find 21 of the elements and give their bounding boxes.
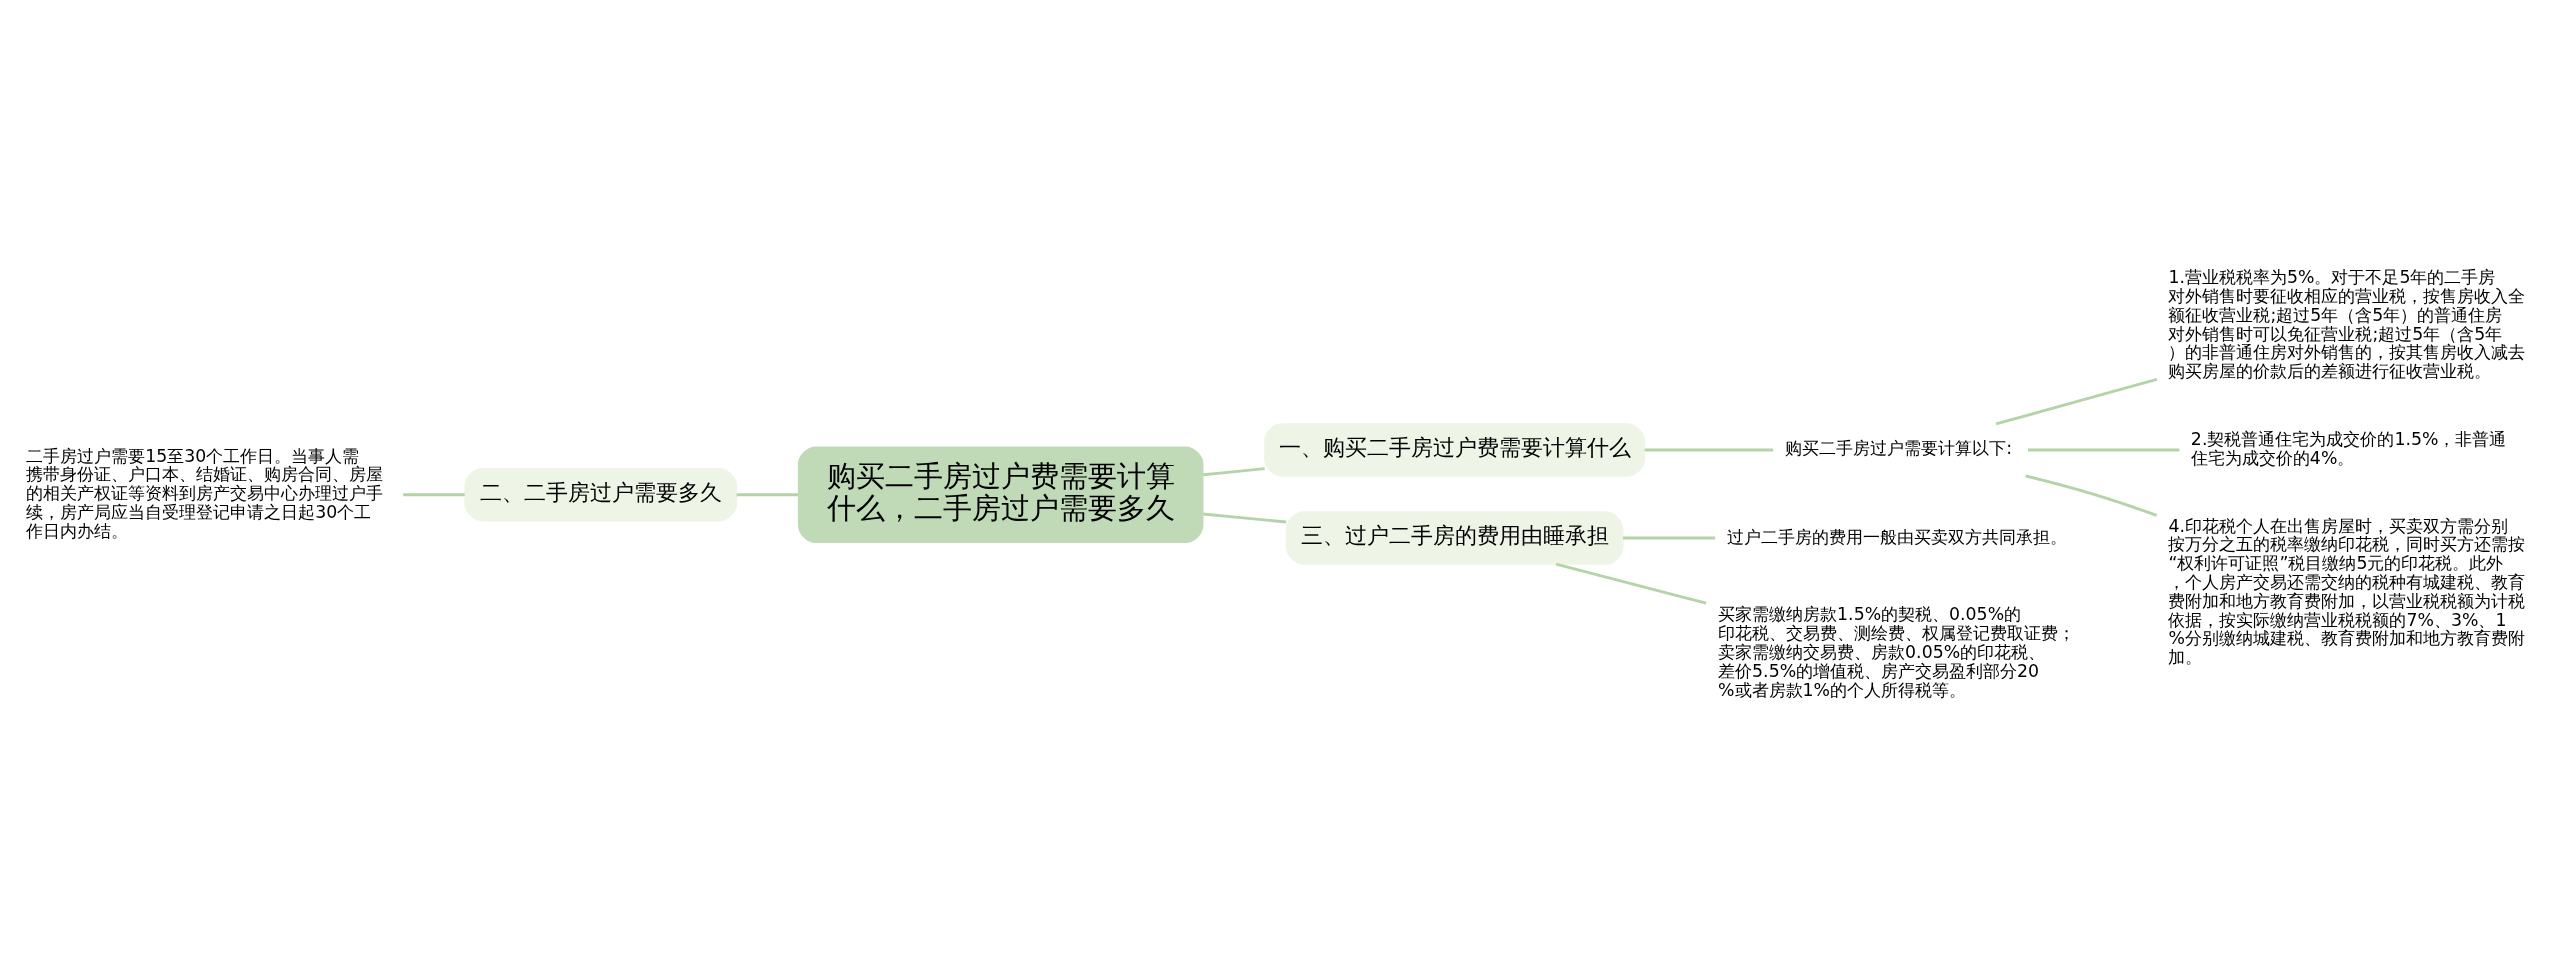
node-text: 2.契税普通住宅为成交价的1.5%，非普通住宅为成交价的4%。 — [2190, 428, 2507, 468]
node-text: 二手房过户需要15至30个工作日。当事人需携带身份证、户口本、结婚证、购房合同、房屋的相关产权证等资料到房产交易中心办理过户手续，房产局应当自受理登记申请之日起30个工作日内办结。 — [26, 445, 384, 541]
connector — [1203, 512, 1287, 523]
node-text: 4.印花税个人在出售房屋时，买卖双方需分别按万分之五的税率缴纳印花税，同时买方还需按“权利许可证照”税目缴纳5元的印花税。此外，个人房产交易还需交纳的税种有城建税、教育费附加和地方教育费附加，以营业税税额为计税依据，按实际缴纳营业税税额的7%、3%、1%分别缴纳城建税、教育费附加和地方教育费附加。 — [2168, 515, 2526, 667]
connector — [736, 492, 798, 496]
connector — [2025, 474, 2158, 517]
node-text: 购买二手房过户需要计算以下: — [1785, 437, 2013, 458]
connector — [1623, 536, 1716, 539]
node-text: 买家需缴纳房款1.5%的契税、0.05%的印花税、交易费、测绘费、权属登记费取证费；卖家需缴纳交易费、房款0.05%的印花税、差价5.5%的增值税、房产交易盈利部分20%或者房款1%的个人所得税等。 — [1718, 603, 2076, 700]
connector — [1203, 466, 1265, 476]
node-text: 过户二手房的费用一般由买卖双方共同承担。 — [1726, 526, 2067, 547]
node-box: 一、购买二手房过户费需要计算什么 — [1264, 422, 1646, 477]
connector — [2028, 448, 2180, 451]
connector — [1995, 377, 2158, 425]
node-text: 1.营业税税率为5%。对于不足5年的二手房对外销售时要征收相应的营业税，按售房收入全额征收营业税;超过5年（含5年）的普通住房对外销售时可以免征营业税;超过5年（含5年）的非普通住房对外销售的，按其售房收入减去购买房屋的价款后的差额进行征收营业税。 — [2168, 266, 2526, 381]
node-box: 三、过户二手房的费用由睡承担 — [1285, 510, 1624, 565]
connector — [1644, 448, 1774, 451]
node-box: 购买二手房过户费需要计算什么，二手房过户需要多久 — [797, 445, 1204, 543]
node-box: 二、二手房过户需要多久 — [464, 467, 738, 521]
connector — [403, 492, 465, 496]
connector — [1555, 562, 1707, 605]
